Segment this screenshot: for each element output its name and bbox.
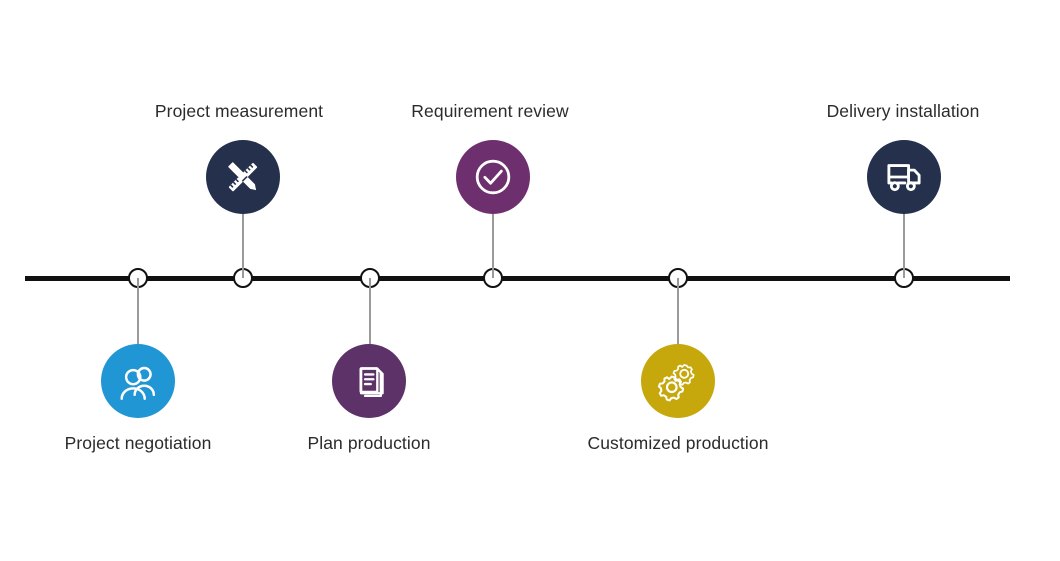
people-group-icon [120, 366, 156, 400]
pencil-ruler-icon [228, 162, 258, 192]
connector-line-step-5 [677, 278, 679, 346]
check-circle-icon [475, 159, 511, 195]
step-icon-disc-6[interactable] [867, 140, 941, 214]
connector-line-step-6 [903, 212, 905, 278]
connector-line-step-2 [242, 212, 244, 278]
step-label-4: Requirement review [411, 101, 569, 121]
step-label-1: Project negotiation [64, 433, 212, 453]
step-label-6: Delivery installation [826, 101, 980, 121]
connector-line-step-1 [137, 278, 139, 346]
documents-icon [359, 367, 384, 398]
step-label-3: Plan production [307, 433, 431, 453]
timeline-axis [25, 275, 1010, 281]
step-label-2: Project measurement [154, 101, 324, 121]
connector-line-step-4 [492, 212, 494, 278]
step-icon-disc-3[interactable] [332, 344, 406, 418]
connector-line-step-3 [369, 278, 371, 346]
delivery-truck-icon [887, 164, 921, 192]
step-icon-disc-4[interactable] [456, 140, 530, 214]
step-label-5: Customized production [587, 433, 769, 453]
step-icon-disc-1[interactable] [101, 344, 175, 418]
step-icon-disc-2[interactable] [206, 140, 280, 214]
gears-icon [657, 364, 695, 402]
step-icon-disc-5[interactable] [641, 344, 715, 418]
